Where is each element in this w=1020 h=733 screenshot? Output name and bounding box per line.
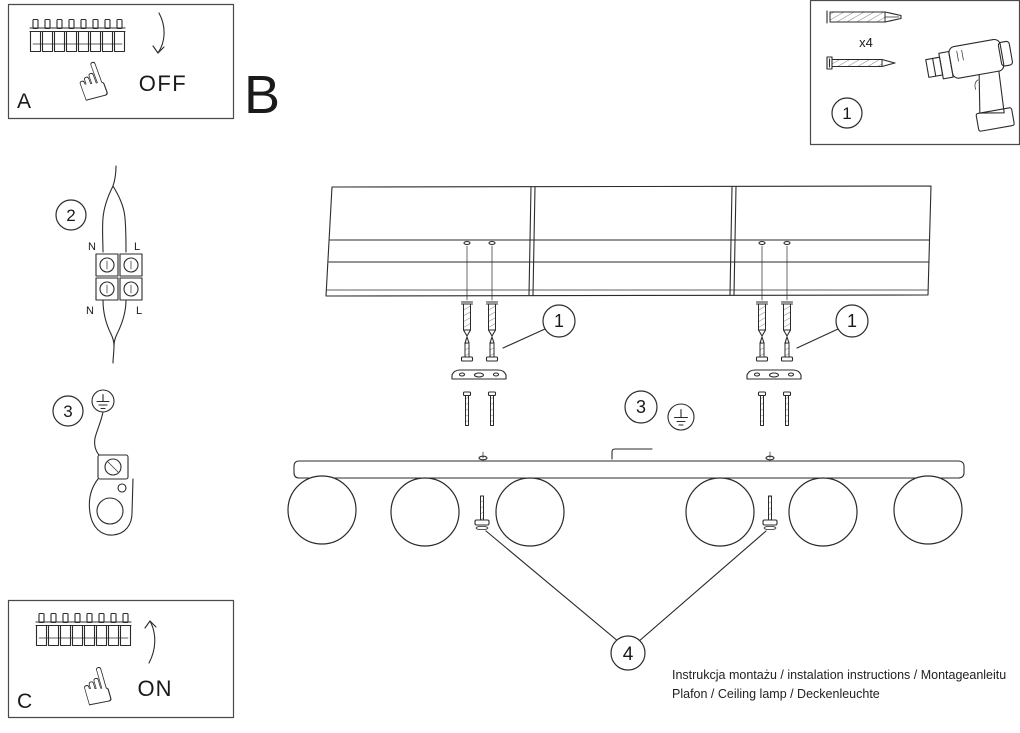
step1-number: 1 bbox=[847, 311, 857, 331]
screw-icon bbox=[755, 336, 769, 362]
machine-screw-icon bbox=[757, 391, 767, 427]
machine-screw-icon bbox=[462, 391, 472, 427]
footer-line-1: Instrukcja montażu / instalation instruc… bbox=[672, 668, 1007, 682]
drill-icon bbox=[925, 38, 1015, 132]
mounting-bracket-icon bbox=[746, 369, 802, 380]
step2-number: 2 bbox=[66, 206, 75, 225]
footer-line-2: Plafon / Ceiling lamp / Deckenleuchte bbox=[672, 687, 880, 701]
wall-plug-icon bbox=[460, 301, 474, 337]
footer-caption: Instrukcja montażu / instalation instruc… bbox=[672, 666, 1020, 704]
wire-connector-drawing bbox=[55, 165, 143, 364]
breaker-strip-icon bbox=[35, 612, 132, 647]
earth-symbol-icon bbox=[667, 403, 695, 431]
panel-c-label: C bbox=[17, 690, 32, 713]
step2-badge bbox=[55, 199, 87, 231]
section-b-label: B bbox=[244, 65, 280, 125]
panel-c-box bbox=[7, 599, 235, 719]
step1-callouts bbox=[502, 304, 869, 349]
lamp-globe bbox=[685, 477, 755, 547]
machine-screw-icon bbox=[487, 391, 497, 427]
panel-c bbox=[7, 599, 235, 719]
on-arrow-icon bbox=[148, 620, 156, 664]
panel-a bbox=[7, 3, 235, 120]
step4-badge bbox=[610, 635, 646, 671]
screw-icon bbox=[460, 336, 474, 362]
ground-wire-drawing bbox=[611, 390, 695, 460]
panel-a-box bbox=[7, 3, 235, 120]
step1-badge bbox=[542, 304, 576, 338]
lamp-globe bbox=[788, 477, 858, 547]
step1-badge bbox=[835, 304, 869, 338]
step3-badge bbox=[624, 390, 658, 424]
wire-n-bottom-label: N bbox=[86, 305, 94, 317]
screw-icon bbox=[826, 56, 896, 70]
wire-l-top-label: L bbox=[134, 241, 140, 253]
step3-badge bbox=[52, 395, 84, 427]
off-arrow-icon bbox=[157, 12, 165, 54]
earth-symbol-icon bbox=[91, 389, 115, 413]
panel-a-state-label: OFF bbox=[139, 71, 188, 96]
screw-icon bbox=[780, 336, 794, 362]
lamp-globe bbox=[390, 477, 460, 547]
wire-l-bottom-label: L bbox=[136, 305, 142, 317]
step1-number: 1 bbox=[842, 104, 851, 123]
step1-badge bbox=[831, 97, 863, 129]
lamp-globe bbox=[287, 475, 357, 545]
ground-clamp-drawing bbox=[52, 389, 134, 536]
panel-c-state-label: ON bbox=[138, 676, 173, 701]
kit-box-group bbox=[809, 0, 1020, 146]
ceiling-rail-drawing bbox=[325, 185, 932, 301]
screw-icon bbox=[485, 336, 499, 362]
glass-screw-icon bbox=[762, 495, 778, 530]
machine-screw-icon bbox=[782, 391, 792, 427]
step1-number: 1 bbox=[554, 311, 564, 331]
anchor-quantity-label: x4 bbox=[859, 35, 873, 50]
wall-plug-icon bbox=[485, 301, 499, 337]
step3-number: 3 bbox=[636, 397, 646, 417]
hand-icon: ☝ bbox=[74, 656, 119, 720]
wall-plug-icon bbox=[826, 10, 902, 24]
lamp-bar-drawing bbox=[293, 451, 965, 479]
hand-icon: ☝ bbox=[68, 50, 116, 115]
wall-plug-icon bbox=[755, 301, 769, 337]
step4-number: 4 bbox=[623, 644, 634, 665]
panel-a-label: A bbox=[17, 90, 31, 113]
glass-fixing-screws bbox=[474, 495, 778, 671]
lamp-globe bbox=[893, 475, 963, 545]
breaker-strip-icon bbox=[29, 18, 126, 53]
wall-plug-icon bbox=[780, 301, 794, 337]
glass-screw-icon bbox=[474, 495, 490, 530]
mounting-bracket-icon bbox=[451, 369, 507, 380]
lamp-globes bbox=[287, 475, 963, 547]
lamp-globe bbox=[495, 477, 565, 547]
step3-number: 3 bbox=[63, 402, 72, 421]
wire-n-top-label: N bbox=[88, 241, 96, 253]
